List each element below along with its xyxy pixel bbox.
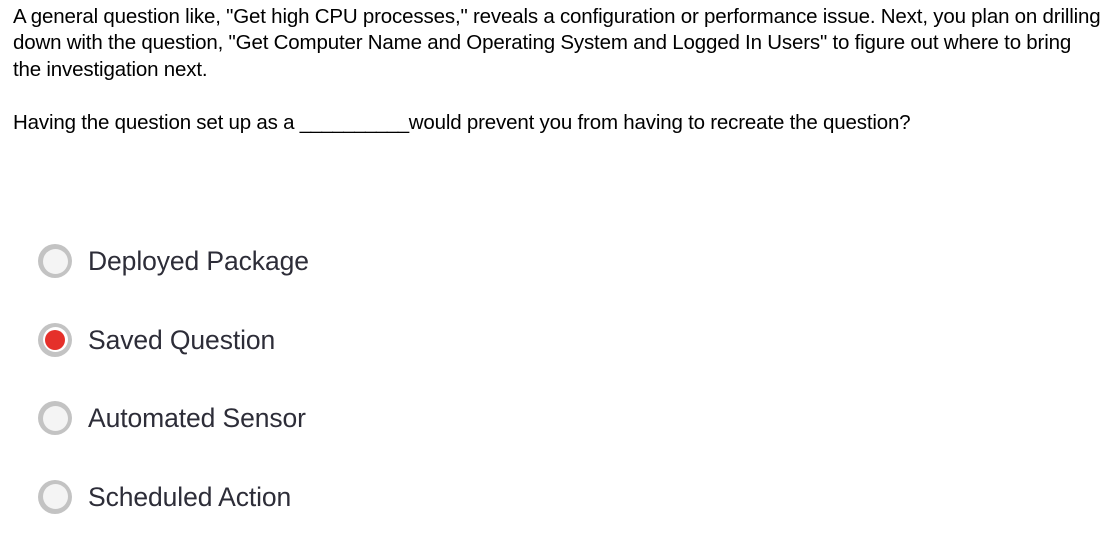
option-label-deployed-package[interactable]: Deployed Package [88,246,309,276]
option-label-saved-question[interactable]: Saved Question [88,325,275,355]
radio-button-icon-saved-question[interactable] [38,323,72,357]
question-paragraph-2: Having the question set up as a ________… [13,110,1103,136]
radio-inner-deployed-package [43,249,68,274]
radio-button-icon-deployed-package[interactable] [38,244,72,278]
radio-inner-scheduled-action [43,484,68,509]
question-stem: A general question like, "Get high CPU p… [13,4,1103,136]
question-paragraph-2-before-blank: Having the question set up as a [13,111,300,134]
radio-button-icon-scheduled-action[interactable] [38,480,72,514]
radio-dot-saved-question [45,330,65,350]
question-paragraph-1: A general question like, "Get high CPU p… [13,4,1103,83]
radio-inner-automated-sensor [43,406,68,431]
fill-in-the-blank: __________ [300,111,409,134]
question-paragraph-2-after-blank: would prevent you from having to recreat… [409,111,911,134]
option-label-automated-sensor[interactable]: Automated Sensor [88,403,306,433]
option-deployed-package[interactable]: Deployed Package [0,222,1111,301]
option-scheduled-action[interactable]: Scheduled Action [0,458,1111,536]
option-label-scheduled-action[interactable]: Scheduled Action [88,482,291,512]
answer-options-group: Deployed Package Saved Question Automate… [0,222,1111,536]
radio-button-icon-automated-sensor[interactable] [38,401,72,435]
radio-inner-saved-question [43,327,68,352]
option-automated-sensor[interactable]: Automated Sensor [0,379,1111,458]
option-saved-question[interactable]: Saved Question [0,301,1111,380]
